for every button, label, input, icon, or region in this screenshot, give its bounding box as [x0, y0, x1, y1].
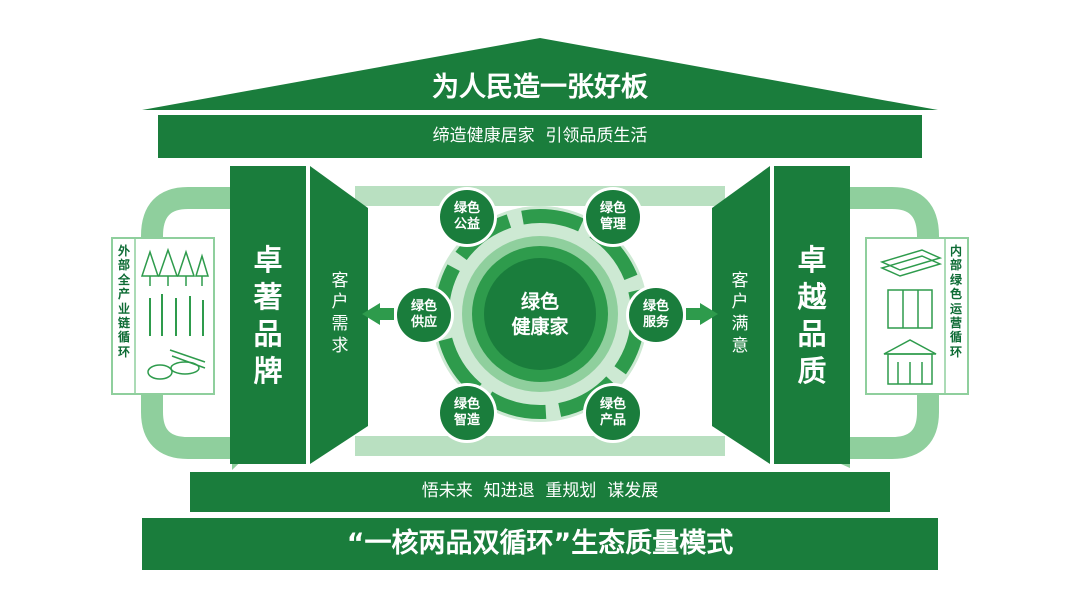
center-core [484, 258, 596, 370]
right-pillar [774, 166, 850, 464]
right-small-arrow [700, 303, 718, 325]
roof-triangle [142, 38, 938, 110]
node-green-product: 绿色产品 [583, 383, 643, 443]
right-panel [712, 166, 770, 464]
trees-icon [140, 247, 210, 286]
node-green-supply: 绿色供应 [394, 285, 454, 345]
roof-bar [158, 115, 922, 158]
logs-icon [147, 349, 206, 380]
slogan-bar [190, 472, 890, 512]
node-green-manufacturing: 绿色智造 [437, 383, 497, 443]
left-small-arrow [362, 303, 380, 325]
left-panel-text: 客户 需求 [331, 270, 349, 356]
bamboo-icon [149, 294, 204, 336]
right-side-label: 内部 绿色 运营 循环 [949, 244, 962, 359]
node-green-service: 绿色服务 [626, 285, 686, 345]
node-green-public: 绿色公益 [437, 187, 497, 247]
right-panel-text: 客户 满意 [731, 270, 749, 356]
roof-title: 为人民造一张好板 [432, 72, 648, 103]
center-line1: 绿色 [520, 291, 559, 313]
right-pillar-text: 卓越 品质 [797, 242, 827, 389]
left-panel [310, 166, 368, 464]
base-slogan: 悟未来 知进退 重规划 谋发展 [421, 481, 659, 501]
left-pillar-text: 卓著 品牌 [253, 242, 283, 389]
base-title-bar [142, 518, 938, 570]
boards-icon [879, 249, 943, 277]
roof-subtitle: 缔造健康居家 引领品质生活 [432, 126, 648, 146]
center-line2: 健康家 [511, 315, 569, 338]
node-green-management: 绿色管理 [583, 187, 643, 247]
cabinet-icon [887, 289, 933, 329]
house-icon [883, 339, 937, 385]
base-title: “一核两品双循环”生态质量模式 [346, 528, 734, 559]
left-side-label: 外部 全产 业链 循环 [117, 244, 130, 359]
left-pillar [230, 166, 306, 464]
center-label: 绿色 健康家 [490, 290, 590, 339]
right-side-panel [865, 237, 969, 395]
